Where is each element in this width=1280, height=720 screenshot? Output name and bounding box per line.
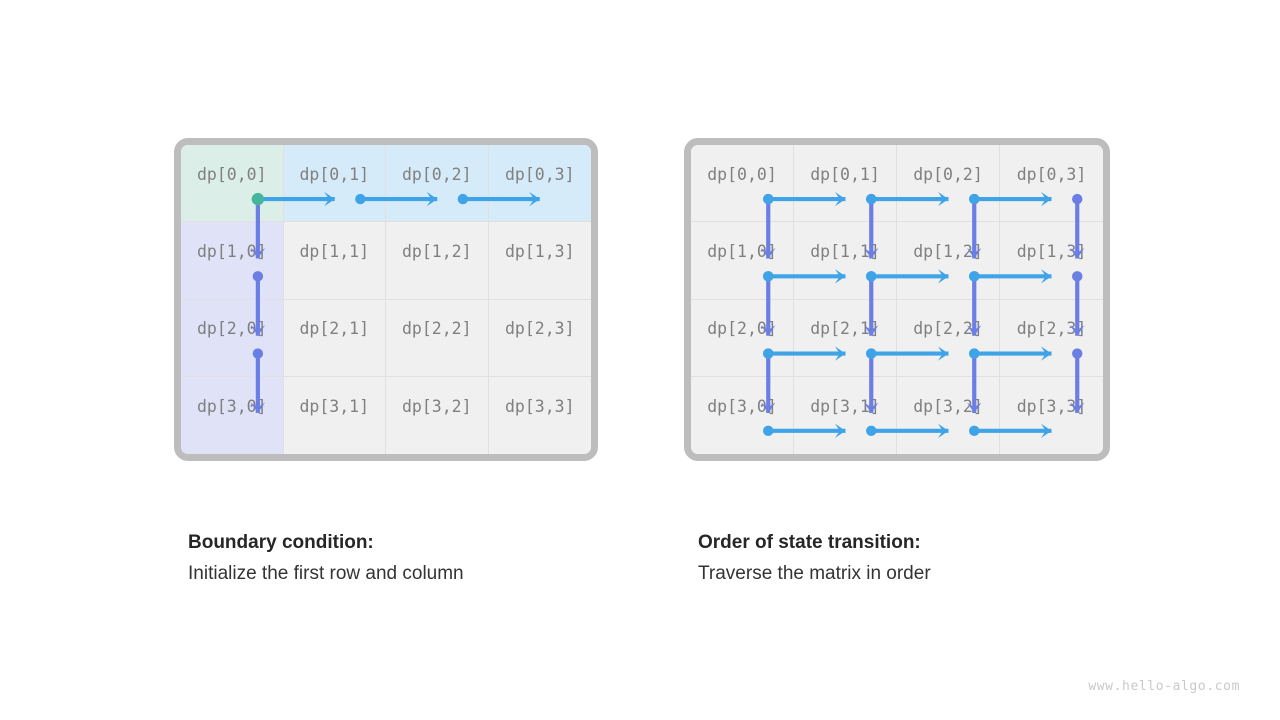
dp-cell-label: dp[2,3] (504, 319, 575, 339)
dp-cell-label: dp[0,3] (1016, 164, 1087, 184)
dp-cell-3-3: dp[3,3] (1000, 376, 1103, 454)
dp-cell-2-0: dp[2,0] (691, 299, 794, 377)
dp-cell-1-0: dp[1,0] (691, 222, 794, 300)
dp-cell-label: dp[1,0] (196, 241, 267, 261)
caption-state-transition-order: Order of state transition: Traverse the … (698, 528, 1138, 590)
dp-cell-0-1: dp[0,1] (283, 145, 386, 223)
dp-cell-3-3: dp[3,3] (488, 376, 591, 454)
dp-cell-0-2: dp[0,2] (897, 145, 1000, 223)
dp-cell-1-0: dp[1,0] (181, 222, 284, 300)
dp-cell-3-2: dp[3,2] (386, 376, 489, 454)
dp-cell-label: dp[0,2] (913, 164, 983, 184)
dp-grid: dp[0,0] dp[0,1] dp[0,2] dp[0,3] dp[1,0] dp[1,… (691, 145, 1103, 454)
dp-cell-label: dp[0,1] (299, 164, 370, 184)
dp-cell-3-0: dp[3,0] (181, 376, 284, 454)
dp-cell-label: dp[1,1] (810, 241, 880, 261)
dp-cell-label: dp[1,2] (913, 241, 983, 261)
dp-cell-0-1: dp[0,1] (794, 145, 897, 223)
caption-boundary-condition: Boundary condition: Initialize the first… (188, 528, 628, 590)
dp-cell-1-2: dp[1,2] (897, 222, 1000, 300)
dp-cell-label: dp[0,0] (707, 164, 777, 184)
dp-cell-label: dp[3,0] (196, 396, 267, 416)
dp-cell-label: dp[1,3] (1016, 241, 1087, 261)
dp-cell-3-1: dp[3,1] (283, 376, 386, 454)
dp-cell-label: dp[3,1] (299, 396, 370, 416)
watermark: www.hello-algo.com (1088, 679, 1240, 694)
dp-cell-2-3: dp[2,3] (1000, 299, 1103, 377)
dp-cell-label: dp[0,1] (810, 164, 880, 184)
dp-cell-0-2: dp[0,2] (386, 145, 489, 223)
dp-cell-label: dp[2,1] (810, 319, 880, 339)
dp-cell-1-1: dp[1,1] (794, 222, 897, 300)
dp-cell-1-1: dp[1,1] (283, 222, 386, 300)
dp-cell-label: dp[3,2] (913, 396, 983, 416)
dp-cell-0-3: dp[0,3] (1000, 145, 1103, 223)
dp-cell-2-2: dp[2,2] (386, 299, 489, 377)
dp-cell-0-0: dp[0,0] (691, 145, 794, 223)
dp-grid: dp[0,0] dp[0,1] dp[0,2] dp[0,3] dp[1,0] dp[1,… (181, 145, 591, 454)
dp-cell-label: dp[1,2] (401, 241, 472, 261)
dp-cell-label: dp[2,1] (299, 319, 370, 339)
dp-cell-label: dp[0,2] (401, 164, 472, 184)
dp-cell-1-3: dp[1,3] (488, 222, 591, 300)
caption-body: Traverse the matrix in order (698, 563, 931, 584)
dp-cell-0-3: dp[0,3] (488, 145, 591, 223)
caption-title: Order of state transition: (698, 532, 921, 553)
dp-cell-0-0: dp[0,0] (181, 145, 284, 223)
dp-cell-label: dp[2,2] (913, 319, 983, 339)
dp-cell-label: dp[0,3] (504, 164, 575, 184)
dp-cell-label: dp[2,0] (707, 319, 777, 339)
dp-cell-label: dp[1,1] (299, 241, 370, 261)
dp-cell-label: dp[1,3] (504, 241, 575, 261)
dp-cell-label: dp[3,3] (1016, 396, 1087, 416)
dp-cell-2-2: dp[2,2] (897, 299, 1000, 377)
caption-body: Initialize the first row and column (188, 563, 464, 584)
dp-cell-2-3: dp[2,3] (488, 299, 591, 377)
dp-cell-label: dp[3,3] (504, 396, 575, 416)
dp-cell-2-0: dp[2,0] (181, 299, 284, 377)
dp-cell-1-2: dp[1,2] (386, 222, 489, 300)
matrix-panel-state-transition-order: dp[0,0] dp[0,1] dp[0,2] dp[0,3] dp[1,0] dp[1,… (684, 138, 1110, 461)
dp-cell-label: dp[1,0] (707, 241, 777, 261)
dp-cell-3-2: dp[3,2] (897, 376, 1000, 454)
dp-cell-label: dp[2,2] (401, 319, 472, 339)
dp-cell-3-1: dp[3,1] (794, 376, 897, 454)
dp-cell-label: dp[2,3] (1016, 319, 1087, 339)
dp-cell-2-1: dp[2,1] (794, 299, 897, 377)
dp-cell-2-1: dp[2,1] (283, 299, 386, 377)
dp-cell-label: dp[3,0] (707, 396, 777, 416)
dp-cell-label: dp[2,0] (196, 319, 267, 339)
dp-cell-label: dp[0,0] (196, 164, 267, 184)
matrix-panel-boundary-condition: dp[0,0] dp[0,1] dp[0,2] dp[0,3] dp[1,0] dp[1,… (174, 138, 598, 461)
dp-cell-label: dp[3,2] (401, 396, 472, 416)
dp-cell-3-0: dp[3,0] (691, 376, 794, 454)
caption-title: Boundary condition: (188, 532, 374, 553)
dp-cell-label: dp[3,1] (810, 396, 880, 416)
dp-cell-1-3: dp[1,3] (1000, 222, 1103, 300)
